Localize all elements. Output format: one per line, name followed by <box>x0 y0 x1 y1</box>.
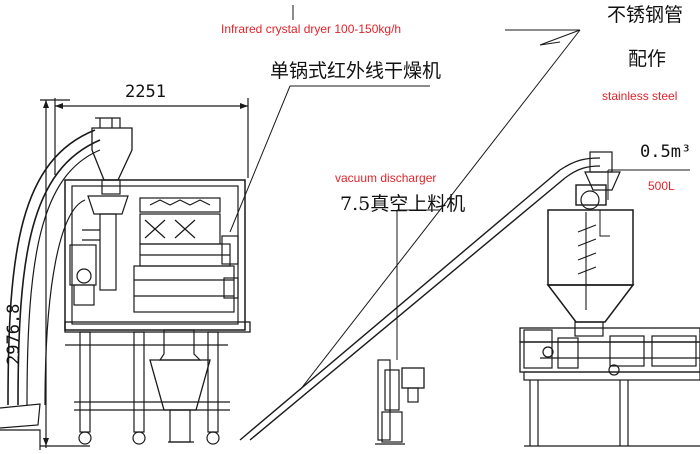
pipe-english-label: stainless steel <box>602 89 678 103</box>
height-dimension-line <box>40 99 90 448</box>
vacuum-chinese-label: 7.5真空上料机 <box>340 193 466 215</box>
dryer-chinese-label: 单锅式红外线干燥机 <box>270 60 442 82</box>
vacuum-english-label: vacuum discharger <box>335 171 437 185</box>
height-dimension: 2976.8 <box>4 303 24 365</box>
pipe-note-label: 配作 <box>628 48 667 70</box>
hopper-extruder <box>519 151 700 447</box>
leader-lines <box>229 5 690 391</box>
hopper-volume-label: 0.5m³ <box>640 142 692 162</box>
conveying-pipe <box>239 157 601 441</box>
hopper-liters-label: 500L <box>648 179 675 193</box>
floor-tank <box>0 403 41 450</box>
width-dimension-line <box>54 98 249 178</box>
vacuum-loader <box>375 359 425 445</box>
pipe-chinese-label: 不锈钢管 <box>607 4 684 26</box>
width-dimension: 2251 <box>125 82 166 102</box>
dryer-english-label: Infrared crystal dryer 100-150kg/h <box>221 22 402 36</box>
infrared-dryer <box>64 117 251 445</box>
